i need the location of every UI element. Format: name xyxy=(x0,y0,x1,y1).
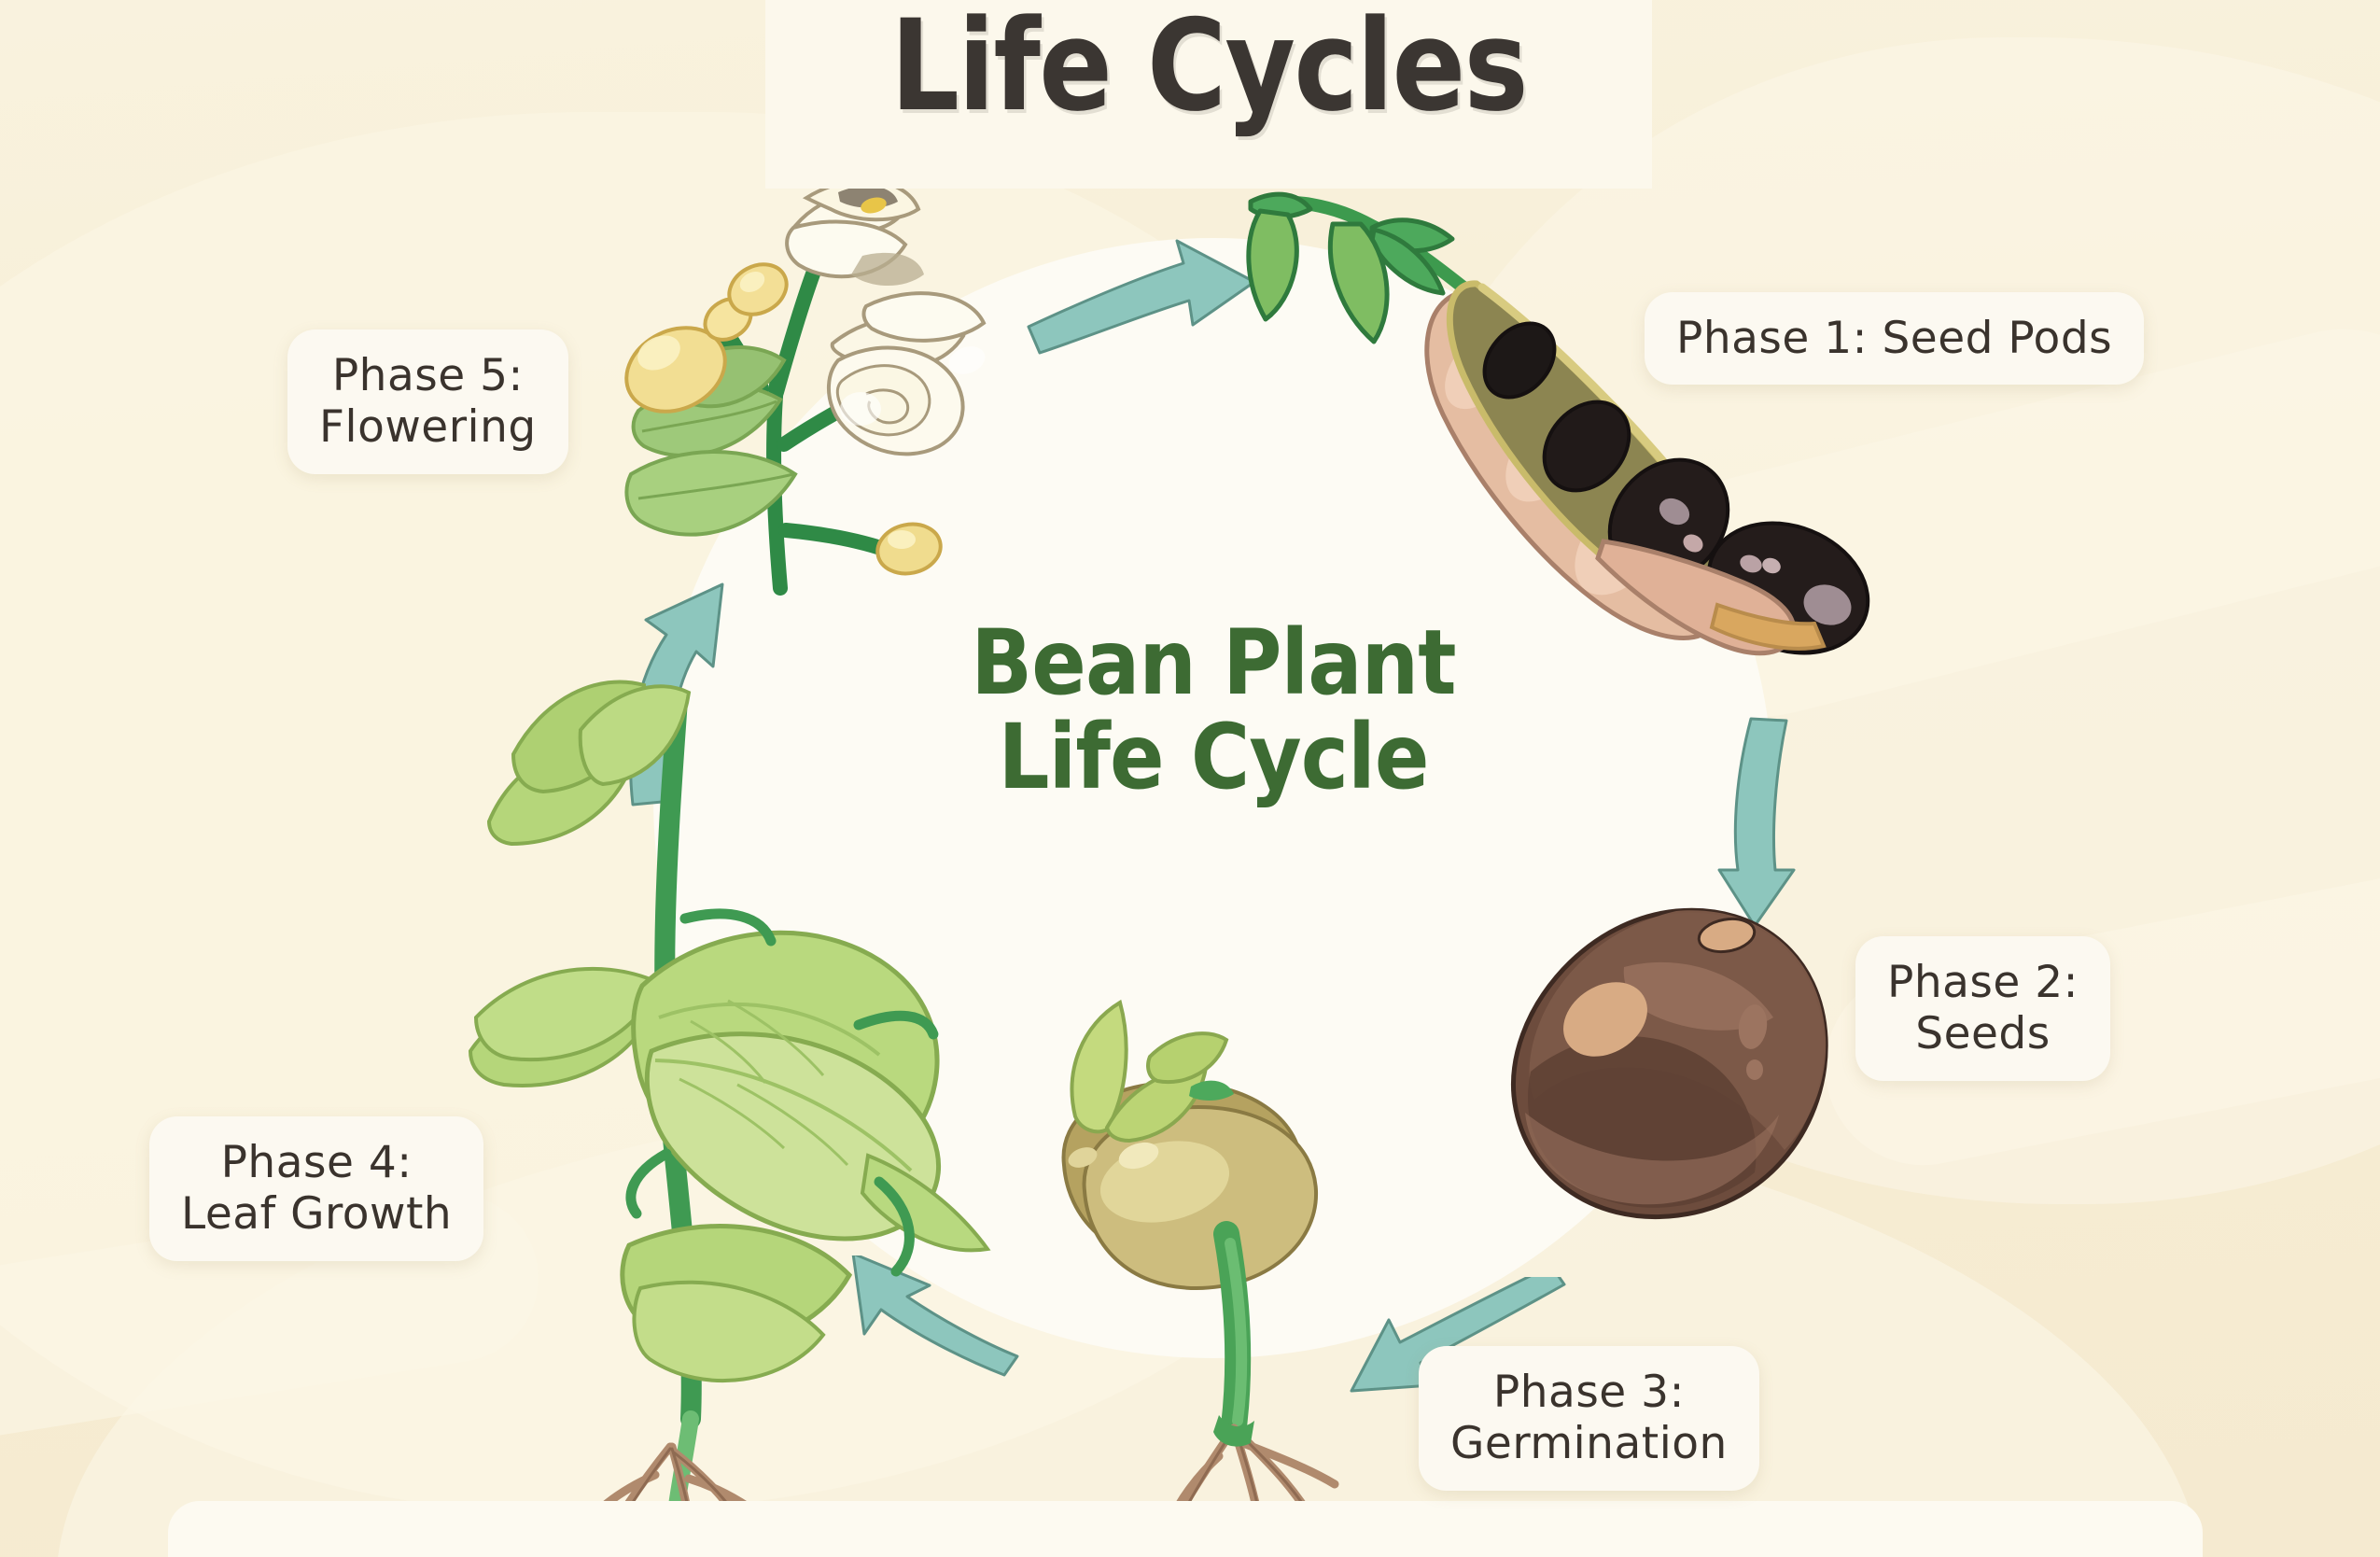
arrow-1-to-2 xyxy=(1717,709,1904,933)
bean-seed-pod-illustration xyxy=(1232,187,1885,719)
phase-4-label-line-1: Phase 4: xyxy=(220,1137,413,1188)
phase-5-label[interactable]: Phase 5: Flowering xyxy=(287,330,568,474)
bottom-panel xyxy=(168,1501,2203,1557)
arrow-5-to-1 xyxy=(1025,222,1258,362)
bean-flower-illustration xyxy=(597,177,1045,616)
arrow-2-to-3 xyxy=(1344,1264,1568,1426)
phase-1-label-line-1: Phase 1: Seed Pods xyxy=(1676,313,2113,364)
phase-3-label-line-1: Phase 3: xyxy=(1492,1367,1685,1418)
bean-seed-illustration xyxy=(1493,896,1867,1251)
phase-4-label[interactable]: Phase 4: Leaf Growth xyxy=(149,1116,484,1261)
title-panel xyxy=(765,0,1652,189)
center-title: Bean Plant Life Cycle xyxy=(844,616,1583,805)
phase-5-label-line-1: Phase 5: xyxy=(331,350,524,401)
phase-3-label-line-2: Germination xyxy=(1450,1418,1728,1470)
phase-1-label[interactable]: Phase 1: Seed Pods xyxy=(1645,292,2145,386)
phase-2-label-line-1: Phase 2: xyxy=(1887,957,2079,1008)
phase-4-label-line-2: Leaf Growth xyxy=(181,1188,453,1241)
center-title-line-2: Life Cycle xyxy=(998,704,1429,809)
phase-5-label-line-2: Flowering xyxy=(319,401,537,454)
center-title-line-1: Bean Plant xyxy=(971,610,1456,715)
germinating-sprout-illustration xyxy=(1027,989,1475,1557)
phase-3-label[interactable]: Phase 3: Germination xyxy=(1419,1346,1759,1491)
page-title: Life Cycles xyxy=(890,0,1529,139)
phase-2-label[interactable]: Phase 2: Seeds xyxy=(1855,936,2111,1081)
phase-2-label-line-2: Seeds xyxy=(1915,1008,2051,1060)
